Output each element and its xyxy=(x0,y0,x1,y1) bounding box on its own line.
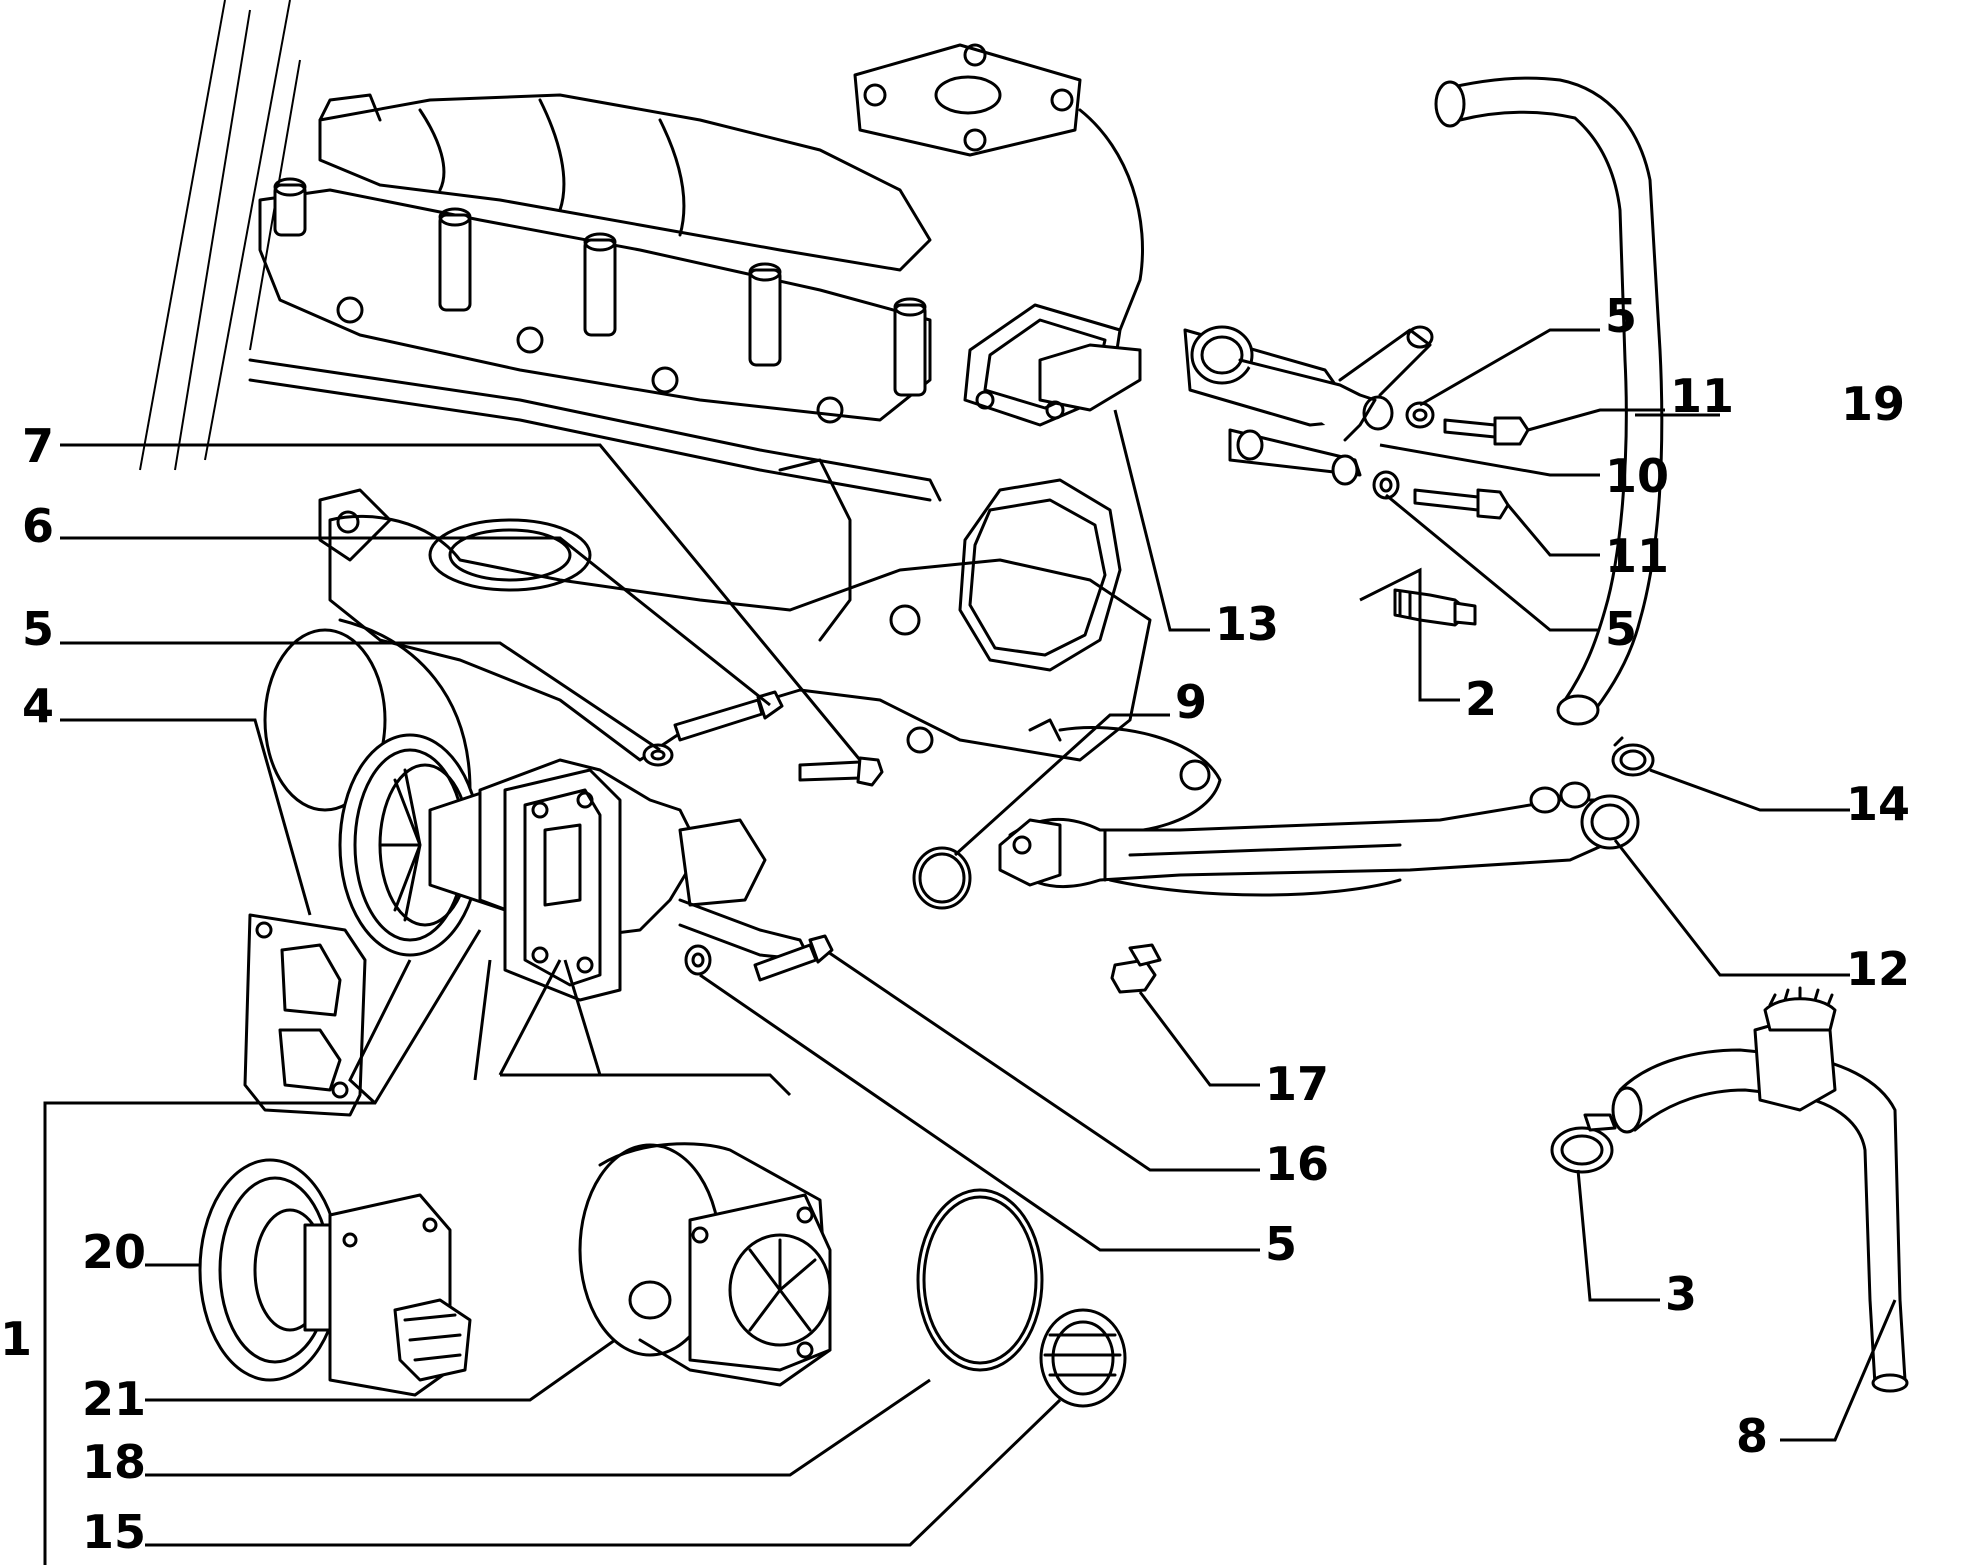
thermostat-housing xyxy=(1183,325,1434,486)
callout-2: 2 xyxy=(1465,672,1497,726)
callout-11-bottom: 11 xyxy=(1605,529,1669,583)
callout-7: 7 xyxy=(22,419,54,473)
washer-lower xyxy=(684,944,712,976)
washer-bottom xyxy=(1372,470,1400,500)
temperature-sender xyxy=(1393,588,1477,627)
callout-16: 16 xyxy=(1265,1137,1329,1191)
callout-6: 6 xyxy=(22,499,54,553)
callout-4: 4 xyxy=(22,679,54,733)
bolt-short xyxy=(798,756,884,787)
callout-5-bottom: 5 xyxy=(1265,1217,1297,1271)
callout-14: 14 xyxy=(1846,777,1910,831)
bolt-top xyxy=(1443,416,1530,446)
callout-13: 13 xyxy=(1215,597,1279,651)
leader-lines xyxy=(43,328,1897,1565)
water-pump-variant-b xyxy=(578,1142,832,1387)
water-pump-assembly xyxy=(338,733,812,1002)
callout-11-top: 11 xyxy=(1670,369,1734,423)
coolant-pipe xyxy=(998,781,1640,897)
bolt-lower xyxy=(753,934,834,982)
callout-3: 3 xyxy=(1665,1267,1697,1321)
thermostat-gasket xyxy=(963,303,1142,427)
callout-12: 12 xyxy=(1846,942,1910,996)
callout-10: 10 xyxy=(1605,449,1669,503)
drain-plug xyxy=(1110,943,1162,994)
bolt-bottom xyxy=(1413,488,1510,520)
callout-21: 21 xyxy=(82,1372,146,1426)
callout-5-left: 5 xyxy=(22,602,54,656)
heater-hose xyxy=(1611,986,1909,1393)
engine-block xyxy=(139,0,1222,834)
threaded-cap xyxy=(1039,1308,1127,1408)
small-hose-clamp xyxy=(1550,1113,1617,1174)
callout-15: 15 xyxy=(82,1505,146,1559)
callout-19: 18 xyxy=(82,1435,146,1489)
hose-clamp xyxy=(1611,736,1655,777)
callout-18: 19 xyxy=(1841,377,1905,431)
callout-1: 1 xyxy=(0,1312,32,1366)
callout-20: 20 xyxy=(82,1225,146,1279)
callout-9: 9 xyxy=(1175,675,1207,729)
washer-top xyxy=(1405,401,1435,429)
callout-8: 8 xyxy=(1736,1409,1768,1463)
o-ring-large xyxy=(916,1188,1044,1372)
callout-5-top: 5 xyxy=(1605,289,1637,343)
o-ring-small xyxy=(912,846,972,910)
callout-labels: 5 11 19 10 11 5 13 2 9 14 12 17 16 5 3 8… xyxy=(0,289,1910,1559)
water-pump-variant-a xyxy=(198,1158,472,1397)
callout-17: 17 xyxy=(1265,1057,1329,1111)
pump-gasket xyxy=(243,913,367,1117)
radiator-hose-upper xyxy=(1434,76,1664,726)
callout-5-mid: 5 xyxy=(1605,602,1637,656)
bolt-long xyxy=(642,690,784,767)
